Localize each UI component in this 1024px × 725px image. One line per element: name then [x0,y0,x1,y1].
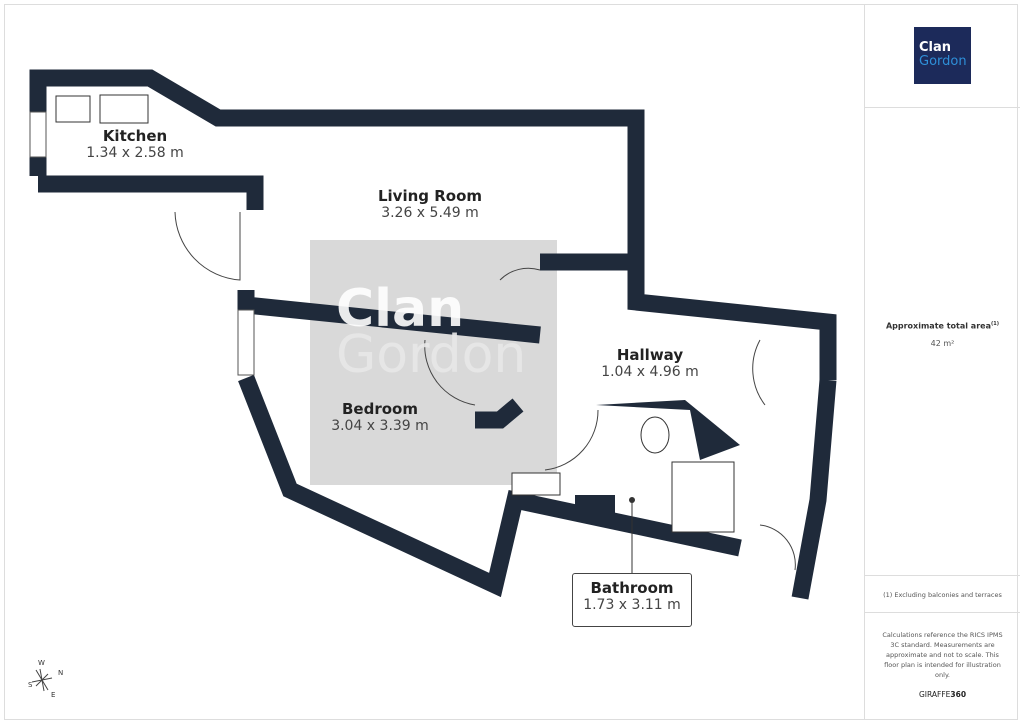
bedroom-top-wall [237,290,541,344]
compass-icon [31,668,53,692]
compass-s: S [28,681,33,689]
room-name: Hallway [616,346,684,364]
room-dims: 1.73 x 3.11 m [583,597,681,613]
page-frame [4,4,1018,720]
watermark-line2: Gordon [336,325,527,385]
shower-icon [671,461,735,533]
watermark-text: Clan Gordon [336,279,527,385]
footnote: (1) Excluding balconies and terraces [883,591,1002,599]
outer-wall-top [29,69,837,380]
logo-line1: Clan [919,40,952,55]
compass-w: W [38,659,45,667]
sink-icon [99,94,149,124]
room-dims: 1.34 x 2.58 m [86,145,184,161]
brand-b: 360 [950,690,967,699]
watermark-box [310,240,557,485]
bathroom-wall [596,400,740,460]
door-swing [499,267,541,281]
divider [865,107,1020,108]
area-label: Approximate total area(1) [865,321,1020,331]
door-swing [424,339,476,406]
area-footnote-mark: (1) [990,321,1000,327]
room-dims: 3.04 x 3.39 m [331,418,429,434]
hob-icon [55,95,91,123]
logo-line2: Gordon [919,54,967,69]
area-label-text: Approximate total area [885,321,991,331]
floor-plan [29,69,837,692]
divider [865,575,1020,576]
room-name: Bedroom [342,400,418,418]
disclaimer: Calculations reference the RICS IPMS 3C … [882,631,1003,679]
door-swing [544,409,599,471]
kitchen-window [29,111,47,158]
area-value: 42 m² [930,339,955,348]
hallway-right-wall [791,379,837,600]
bedroom-window [237,309,255,376]
door-swing [759,524,796,571]
room-name: Bathroom [590,579,674,597]
watermark-line1: Clan [336,279,465,339]
bedroom-hall-wall [475,398,524,429]
door-swing [174,211,241,281]
bath-wall-stub [575,495,615,515]
giraffe360-brand: GIRAFFE360 [865,690,1020,699]
leader-dot [629,497,635,503]
room-name: Kitchen [102,127,168,145]
compass-e: E [51,691,56,699]
bedroom-outer-wall [238,374,742,598]
basin-icon [511,472,561,496]
brand-a: GIRAFFE [918,690,951,699]
walls [29,69,837,600]
room-name: Living Room [377,187,483,205]
room-dims: 3.26 x 5.49 m [381,205,479,221]
door-swing [752,339,766,406]
compass-n: N [58,669,64,677]
room-dims: 1.04 x 4.96 m [601,364,699,380]
divider [865,612,1020,613]
kitchen-wall [38,175,264,210]
toilet-icon [640,416,670,454]
